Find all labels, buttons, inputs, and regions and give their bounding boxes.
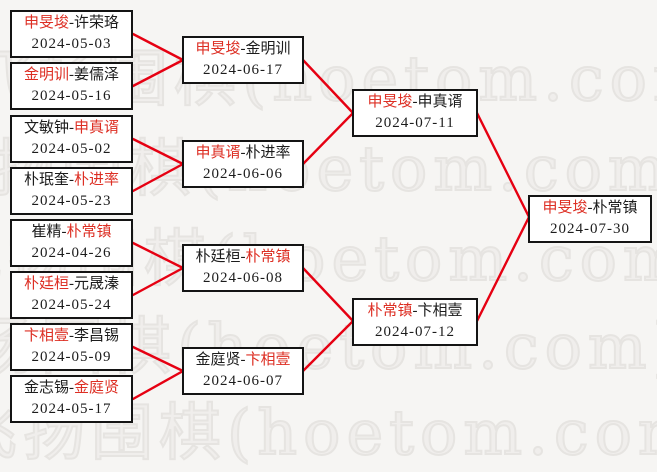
player-name: 金庭贤 [195, 352, 241, 368]
name-separator: - [69, 172, 74, 188]
match-date: 2024-05-24 [31, 297, 112, 313]
match-box: 金庭贤-卞相壹 2024-06-07 [182, 347, 304, 395]
match-box: 申旻埈-许荣珞 2024-05-03 [10, 10, 133, 58]
match-box: 金明训-姜儒泽 2024-05-16 [10, 62, 133, 110]
player-name: 金明训 [245, 41, 291, 57]
player-name: 金志锡 [23, 380, 69, 396]
name-separator: - [240, 145, 246, 161]
player-name: 朴进率 [245, 145, 291, 161]
match-players: 金明训-姜儒泽 [12, 65, 131, 86]
player-name: 朴珉奎 [23, 172, 69, 188]
name-separator: - [240, 41, 246, 57]
name-separator: - [61, 224, 67, 240]
match-players: 崔精-朴常镇 [12, 222, 131, 243]
name-separator: - [69, 67, 74, 83]
match-players: 申旻埈-朴常镇 [530, 198, 650, 219]
match-box: 崔精-朴常镇 2024-04-26 [10, 219, 133, 267]
player-name: 朴常镇 [592, 200, 638, 216]
match-box: 文敏钟-申真谞 2024-05-02 [10, 115, 133, 163]
name-separator: - [412, 94, 418, 110]
player-name: 申真谞 [417, 94, 463, 110]
name-separator: - [240, 352, 246, 368]
match-players: 申旻埈-金明训 [184, 39, 302, 60]
player-name: 朴廷桓 [23, 276, 69, 292]
player-name: 李昌锡 [74, 328, 120, 344]
player-name: 崔精 [31, 224, 62, 240]
player-name: 申真谞 [74, 120, 120, 136]
player-name: 姜儒泽 [74, 67, 120, 83]
player-name: 申真谞 [195, 145, 241, 161]
player-name: 文敏钟 [23, 120, 69, 136]
match-date: 2024-07-12 [375, 324, 455, 340]
match-date: 2024-04-26 [31, 245, 112, 261]
player-name: 元晟溱 [74, 276, 120, 292]
match-box: 朴廷桓-元晟溱 2024-05-24 [10, 271, 133, 319]
match-box: 申真谞-朴进率 2024-06-06 [182, 140, 304, 188]
player-name: 金明训 [23, 67, 69, 83]
player-name: 朴常镇 [367, 303, 413, 319]
player-name: 申旻埈 [367, 94, 413, 110]
name-separator: - [69, 15, 74, 31]
player-name: 卞相壹 [23, 328, 69, 344]
match-date: 2024-06-17 [203, 62, 283, 78]
match-date: 2024-06-08 [203, 270, 283, 286]
match-date: 2024-06-07 [203, 373, 283, 389]
match-players: 申旻埈-许荣珞 [12, 13, 131, 34]
connector-lines [131, 32, 531, 401]
match-box: 金志锡-金庭贤 2024-05-17 [10, 375, 133, 423]
name-separator: - [587, 200, 593, 216]
player-name: 许荣珞 [74, 15, 120, 31]
name-separator: - [412, 303, 418, 319]
player-name: 申旻埈 [195, 41, 241, 57]
player-name: 朴常镇 [66, 224, 112, 240]
player-name: 申旻埈 [542, 200, 588, 216]
match-box: 卞相壹-李昌锡 2024-05-09 [10, 323, 133, 371]
name-separator: - [69, 380, 74, 396]
name-separator: - [69, 120, 74, 136]
match-box: 申旻埈-朴常镇 2024-07-30 [528, 195, 652, 243]
match-box: 申旻埈-申真谞 2024-07-11 [352, 89, 478, 137]
match-date: 2024-07-30 [550, 221, 630, 237]
match-date: 2024-05-17 [31, 401, 112, 417]
match-box: 申旻埈-金明训 2024-06-17 [182, 36, 304, 84]
name-separator: - [69, 276, 74, 292]
match-players: 朴常镇-卞相壹 [354, 301, 476, 322]
name-separator: - [240, 249, 246, 265]
player-name: 卞相壹 [417, 303, 463, 319]
match-date: 2024-05-02 [31, 141, 112, 157]
player-name: 朴常镇 [245, 249, 291, 265]
match-date: 2024-07-11 [375, 115, 455, 131]
match-date: 2024-05-16 [31, 88, 112, 104]
player-name: 申旻埈 [23, 15, 69, 31]
player-name: 金庭贤 [74, 380, 120, 396]
match-players: 卞相壹-李昌锡 [12, 326, 131, 347]
match-players: 申真谞-朴进率 [184, 143, 302, 164]
match-date: 2024-05-23 [31, 193, 112, 209]
player-name: 朴进率 [74, 172, 120, 188]
match-box: 朴廷桓-朴常镇 2024-06-08 [182, 244, 304, 292]
match-players: 朴廷桓-元晟溱 [12, 274, 131, 295]
match-date: 2024-06-06 [203, 166, 283, 182]
match-players: 金庭贤-卞相壹 [184, 350, 302, 371]
match-players: 金志锡-金庭贤 [12, 378, 131, 399]
match-date: 2024-05-03 [31, 36, 112, 52]
player-name: 卞相壹 [245, 352, 291, 368]
match-box: 朴常镇-卞相壹 2024-07-12 [352, 298, 478, 346]
match-box: 朴珉奎-朴进率 2024-05-23 [10, 167, 133, 215]
match-players: 申旻埈-申真谞 [354, 92, 476, 113]
match-players: 文敏钟-申真谞 [12, 118, 131, 139]
match-players: 朴珉奎-朴进率 [12, 170, 131, 191]
player-name: 朴廷桓 [195, 249, 241, 265]
match-date: 2024-05-09 [31, 349, 112, 365]
name-separator: - [69, 328, 74, 344]
match-players: 朴廷桓-朴常镇 [184, 247, 302, 268]
